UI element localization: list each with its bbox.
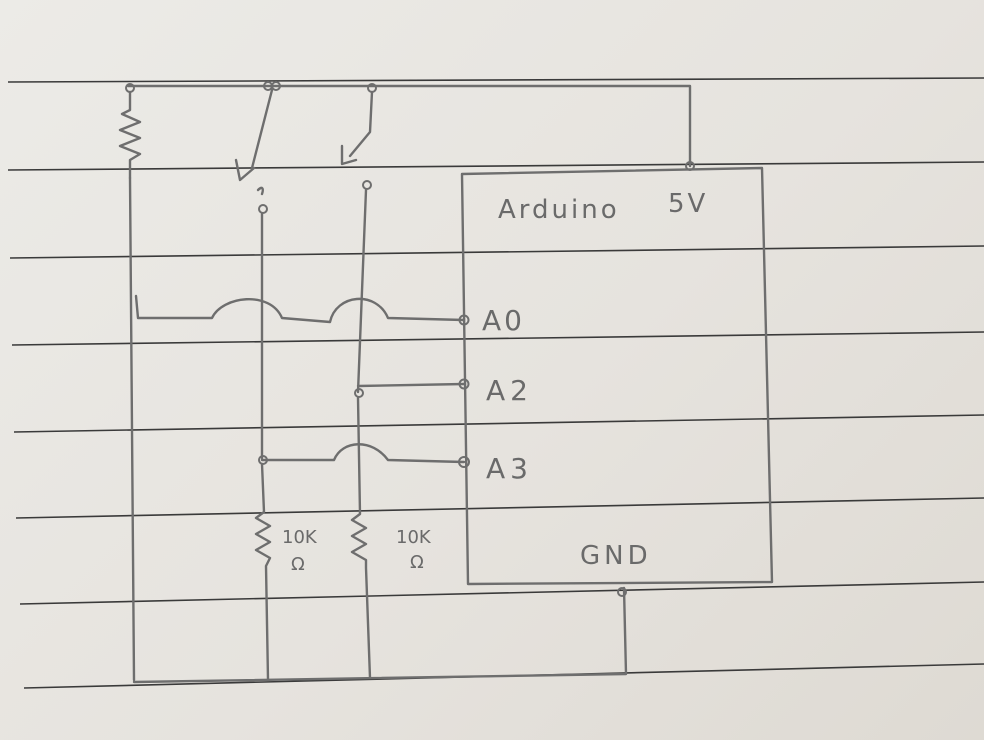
a2-pin-node bbox=[458, 378, 470, 390]
resistor-2-value: 10K bbox=[396, 527, 432, 548]
ground-pin-label: GND bbox=[580, 541, 652, 571]
resistor-1-value: 10K bbox=[282, 527, 318, 548]
ruled-line bbox=[7, 161, 984, 171]
pin-a2-label: A2 bbox=[486, 374, 533, 407]
pin-a0-label: A0 bbox=[482, 304, 525, 337]
switch-2-lever bbox=[348, 90, 374, 158]
ruled-line bbox=[11, 331, 984, 346]
a3-wire bbox=[260, 443, 466, 464]
arduino-board bbox=[460, 166, 774, 586]
a0-wire bbox=[134, 294, 466, 324]
ruled-line bbox=[7, 77, 984, 83]
switch-1-contact bbox=[258, 204, 268, 214]
resistor-2-unit: Ω bbox=[410, 552, 424, 573]
switch-2-contact bbox=[362, 180, 372, 190]
pulldown-resistor-2 bbox=[350, 396, 372, 680]
switch-1-arrow bbox=[234, 158, 256, 182]
power-pin-label: 5V bbox=[668, 189, 708, 219]
switch-2-arrow bbox=[340, 144, 358, 166]
switch-2-wire bbox=[356, 188, 368, 394]
switch-1-mark bbox=[256, 186, 264, 196]
left-wire bbox=[128, 176, 136, 682]
ruled-line bbox=[19, 581, 984, 605]
supply-rail bbox=[126, 84, 692, 168]
gnd-pin-node bbox=[617, 587, 627, 597]
5v-pin-node bbox=[685, 161, 695, 171]
resistor-1-unit: Ω bbox=[291, 554, 305, 575]
a2-wire bbox=[356, 382, 466, 388]
a2-junction bbox=[354, 388, 364, 398]
pin-a3-label: A3 bbox=[486, 452, 533, 485]
ruled-line bbox=[9, 245, 984, 259]
ruled-line bbox=[15, 497, 984, 519]
rail-node bbox=[271, 81, 281, 91]
ruled-line bbox=[13, 414, 984, 433]
sensor-resistor bbox=[118, 90, 142, 180]
pulldown-resistor-1 bbox=[254, 462, 272, 682]
ruled-lines bbox=[7, 77, 984, 689]
ground-rail bbox=[132, 586, 628, 684]
board-name-label: Arduino bbox=[498, 195, 620, 225]
a0-pin-node bbox=[458, 314, 470, 326]
a3-pin-node bbox=[458, 456, 470, 468]
switch-1-lever bbox=[250, 88, 274, 170]
